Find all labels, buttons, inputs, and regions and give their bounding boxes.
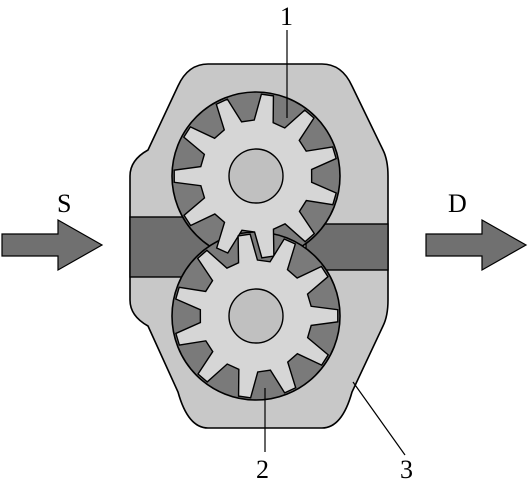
discharge-arrow	[425, 218, 528, 272]
part-label-2: 2	[256, 455, 269, 483]
part-label-3: 3	[400, 455, 413, 483]
part-label-1: 1	[280, 2, 293, 31]
lower-gear-hub	[228, 288, 284, 344]
suction-arrow	[1, 218, 104, 272]
leader-line-3	[352, 381, 406, 456]
lower-gear	[174, 233, 339, 399]
suction-label: S	[57, 189, 71, 218]
upper-gear	[173, 93, 338, 259]
discharge-label: D	[448, 189, 467, 218]
upper-gear-hub	[228, 148, 284, 204]
